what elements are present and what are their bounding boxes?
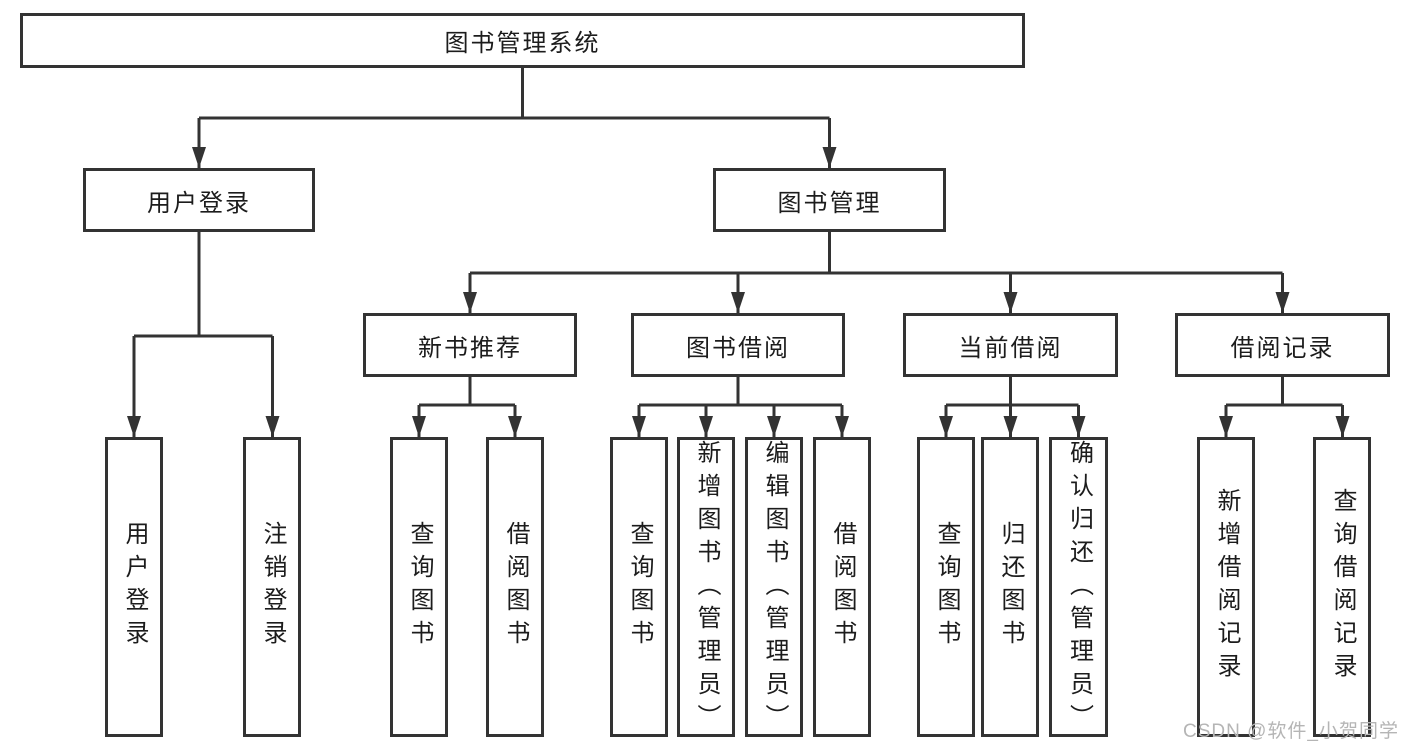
node-root-title: 图书管理系统 [20, 13, 1025, 68]
leaf-borrow-query-books: 查询图书 [610, 437, 668, 737]
leaf-logout-label: 注销登录 [259, 521, 286, 653]
book-management-label: 图书管理 [777, 189, 882, 217]
leaf-current-query-books: 查询图书 [917, 437, 975, 737]
leaf-current-return-books-label: 归还图书 [997, 521, 1024, 653]
leaf-records-add-record: 新增借阅记录 [1197, 437, 1255, 737]
leaf-borrow-query-books-label: 查询图书 [626, 521, 653, 653]
leaf-user-login-label: 用户登录 [121, 521, 148, 653]
leaf-records-add-record-label: 新增借阅记录 [1213, 488, 1240, 686]
connector-new-book-trunk [419, 377, 515, 407]
root-title-label: 图书管理系统 [444, 30, 601, 57]
leaf-borrow-add-books-admin-label: 新增图书（管理员） [693, 440, 720, 737]
leaf-user-login: 用户登录 [105, 437, 163, 737]
node-user-login: 用户登录 [83, 168, 315, 232]
leaf-current-confirm-return-admin: 确认归还（管理员） [1049, 437, 1108, 737]
leaf-newbook-query-books: 查询图书 [390, 437, 448, 737]
connector-root-trunk [199, 68, 830, 120]
connector-book-mgmt-trunk [470, 232, 1283, 275]
leaf-borrow-edit-books-admin-label: 编辑图书（管理员） [761, 440, 788, 737]
book-borrow-label: 图书借阅 [686, 334, 790, 362]
leaf-borrow-add-books-admin: 新增图书（管理员） [677, 437, 735, 737]
leaf-current-query-books-label: 查询图书 [933, 521, 960, 653]
leaf-newbook-borrow-books-label: 借阅图书 [502, 521, 529, 653]
leaf-borrow-borrow-books: 借阅图书 [813, 437, 871, 737]
leaf-borrow-borrow-books-label: 借阅图书 [829, 521, 856, 653]
node-book-management: 图书管理 [713, 168, 946, 232]
borrow-records-label: 借阅记录 [1230, 334, 1335, 362]
new-book-recommend-label: 新书推荐 [418, 334, 522, 362]
node-book-borrow: 图书借阅 [631, 313, 845, 377]
leaf-newbook-borrow-books: 借阅图书 [486, 437, 544, 737]
leaf-newbook-query-books-label: 查询图书 [406, 521, 433, 653]
leaf-borrow-edit-books-admin: 编辑图书（管理员） [745, 437, 803, 737]
leaf-current-return-books: 归还图书 [981, 437, 1039, 737]
leaf-logout: 注销登录 [243, 437, 301, 737]
current-borrow-label: 当前借阅 [958, 334, 1063, 362]
connector-borrow-records-trunk [1226, 377, 1343, 407]
node-current-borrow: 当前借阅 [903, 313, 1118, 377]
user-login-label: 用户登录 [147, 189, 251, 217]
leaf-current-confirm-return-admin-label: 确认归还（管理员） [1065, 440, 1093, 737]
connector-user-login-trunk [134, 232, 273, 338]
leaf-records-query-record-label: 查询借阅记录 [1329, 488, 1356, 686]
csdn-watermark: CSDN @软件_小贺同学 [1183, 721, 1399, 742]
leaf-records-query-record: 查询借阅记录 [1313, 437, 1371, 737]
node-new-book-recommend: 新书推荐 [363, 313, 577, 377]
connector-book-borrow-trunk [639, 377, 842, 407]
connector-current-borrow-trunk [946, 377, 1079, 407]
node-borrow-records: 借阅记录 [1175, 313, 1390, 377]
